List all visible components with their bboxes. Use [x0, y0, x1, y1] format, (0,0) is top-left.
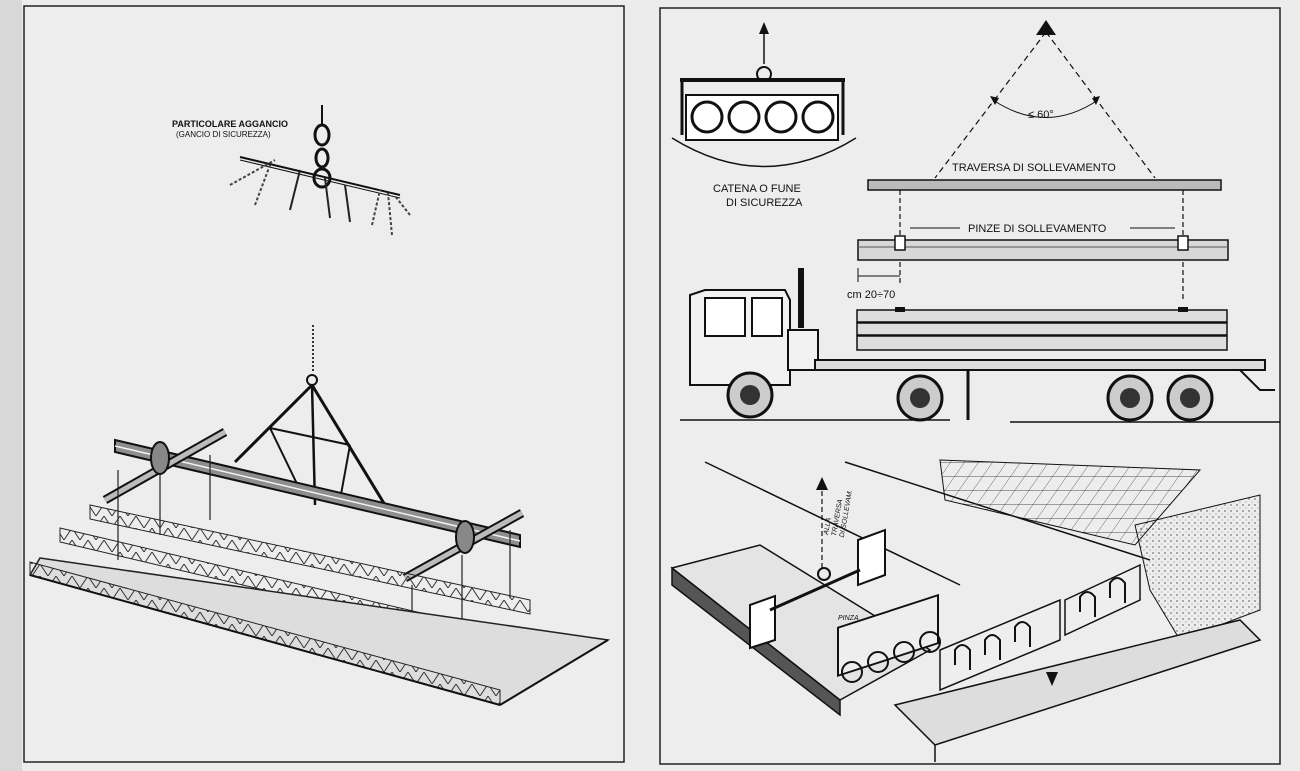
right-panel: CATENA O FUNE DI SICUREZZA ≤ 60° TRAVERS… — [659, 7, 1281, 765]
page-margin — [0, 0, 22, 771]
lifting-beam — [867, 179, 1222, 191]
safety-chain-label-line1: CATENA O FUNE — [713, 183, 801, 195]
clamp-left — [894, 235, 906, 251]
left-panel: PARTICOLARE AGGANCIO (GANCIO DI SICUREZZ… — [23, 5, 625, 763]
arrow-label-line1: ALLA — [823, 517, 833, 536]
detail-subtitle: (GANCIO DI SICUREZZA) — [176, 130, 271, 139]
clamps-label: PINZE DI SOLLEVAMENTO — [968, 223, 1107, 235]
lifted-slab — [857, 239, 1229, 261]
sling-triangle — [934, 20, 1156, 179]
distance-label: cm 20÷70 — [847, 289, 895, 301]
safety-chain-label-line2: DI SICUREZZA — [726, 197, 803, 209]
lifting-frame-illustration — [28, 325, 611, 706]
angle-label: ≤ 60° — [1028, 109, 1054, 121]
lifting-beam-label: TRAVERSA DI SOLLEVAMENTO — [952, 162, 1116, 174]
truck-illustration — [680, 268, 1280, 423]
hook-detail-illustration — [229, 105, 411, 236]
clamp-detail-illustration — [671, 22, 857, 168]
clamp-right — [1177, 235, 1189, 251]
clamp-label: PINZA — [838, 615, 859, 622]
detail-title: PARTICOLARE AGGANCIO — [172, 119, 288, 129]
installation-illustration — [670, 459, 1262, 762]
